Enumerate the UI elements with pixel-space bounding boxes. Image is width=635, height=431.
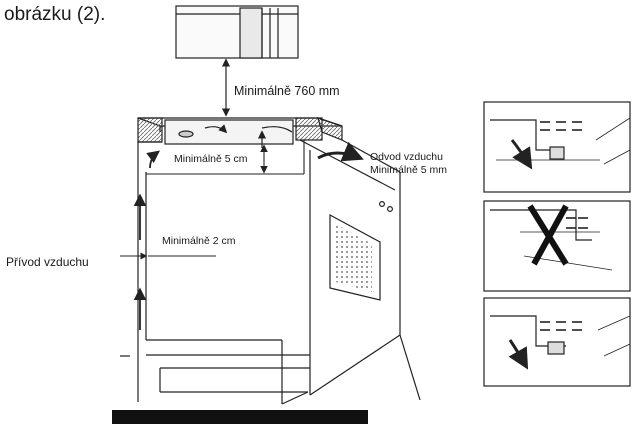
range-hood [175, 5, 299, 59]
tick-arrow-icon-1 [510, 139, 533, 170]
cooktop-unit [164, 119, 294, 148]
label-min-2cm: Minimálně 2 cm [162, 235, 236, 247]
dimension-5cm [146, 140, 305, 175]
tick-arrow-icon-2 [508, 339, 529, 370]
label-min-5cm: Minimálně 5 cm [174, 153, 248, 165]
cross-mark-icon [527, 204, 569, 266]
label-air-outlet: Odvod vzduchu [370, 151, 443, 163]
label-air-outlet-min: Minimálně 5 mm [370, 164, 448, 176]
label-air-inlet: Přívod vzduchu [6, 255, 89, 269]
detail-panel-1 [483, 101, 631, 193]
top-partial-text: obrázku (2). [4, 4, 106, 25]
label-min-760mm: Minimálně 760 mm [234, 84, 340, 98]
cabinet [120, 139, 421, 405]
detail-panel-2 [483, 200, 631, 292]
detail-panel-3 [483, 297, 631, 387]
floor-bar [112, 410, 368, 424]
airflow-arrows [133, 141, 364, 330]
